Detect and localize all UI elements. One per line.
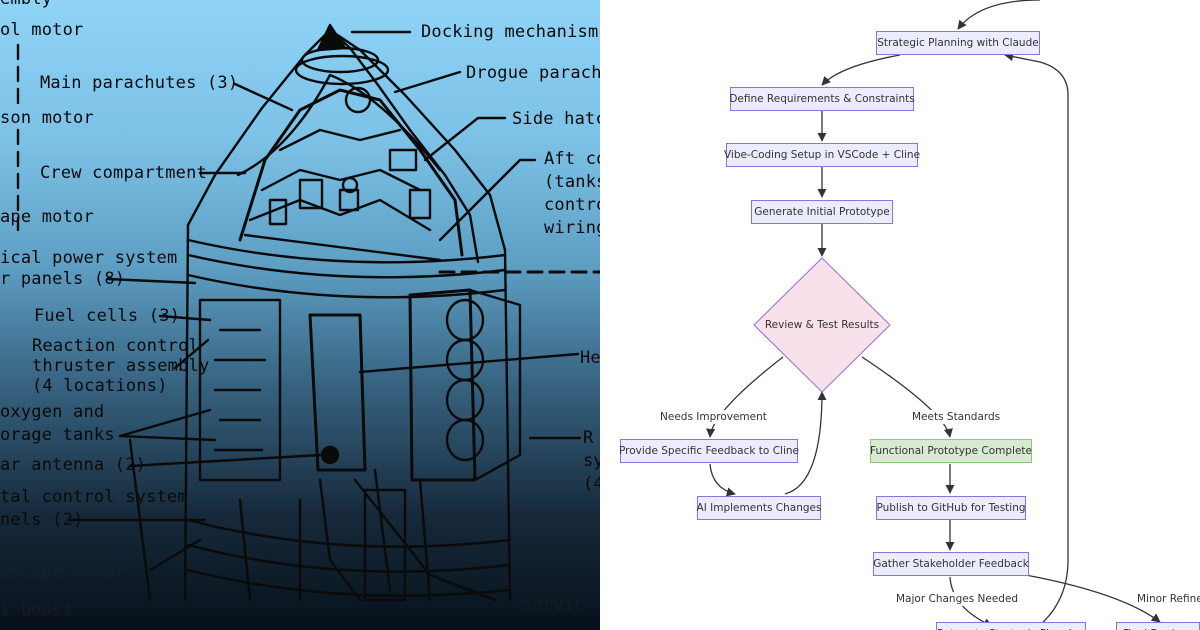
- review-diamond-shape: [753, 257, 891, 393]
- label-control-motor: ol motor: [0, 20, 84, 40]
- label-he: He: [580, 348, 600, 368]
- node-vibe-coding-setup[interactable]: Vibe-Coding Setup in VSCode + Cline: [724, 143, 920, 167]
- node-review-decision[interactable]: Review & Test Results: [764, 319, 880, 331]
- label-crew-compartment: Crew compartment: [40, 163, 207, 183]
- label-re-3: (4: [583, 474, 600, 494]
- label-electrical-power: ical power system: [0, 248, 178, 268]
- label-assembly: embly: [0, 0, 52, 11]
- edge-top-to-strategic: [957, 0, 1041, 30]
- label-docking-mechanism: Docking mechanism: [421, 22, 599, 42]
- edge-loop-back-to-strategic: [1004, 52, 1069, 626]
- label-reaction-control-1: Reaction control: [32, 336, 199, 356]
- label-oxygen-1: oxygen and: [0, 402, 105, 422]
- label-oxygen-2: orage tanks: [0, 425, 115, 445]
- label-radiator-panels: r panels (8): [0, 269, 126, 289]
- edge-gather-to-minor: [1019, 573, 1161, 623]
- edge-label-needs-improvement: Needs Improvement: [658, 410, 769, 424]
- label-boost: l boost: [0, 600, 74, 620]
- label-service-module: Servic: [522, 595, 585, 615]
- label-main-parachutes: Main parachutes (3): [40, 73, 239, 93]
- label-re-1: R: [583, 428, 594, 448]
- node-publish-github[interactable]: Publish to GitHub for Testing: [876, 496, 1026, 520]
- node-functional-prototype-complete[interactable]: Functional Prototype Complete: [870, 439, 1032, 463]
- label-antenna: ar antenna (2): [0, 455, 147, 475]
- node-strategic-planning[interactable]: Strategic Planning with Claude: [876, 31, 1040, 55]
- edge-feedback-to-ai: [709, 463, 736, 497]
- flowchart-edges: [706, 0, 1161, 627]
- node-bottom-left-partial[interactable]: Return to Strategic Planning: [936, 622, 1086, 630]
- label-jettison-motor: son motor: [0, 108, 94, 128]
- label-side-hatch: Side hatch: [512, 109, 600, 129]
- node-ai-implements[interactable]: AI Implements Changes: [697, 496, 821, 520]
- label-aft-1: Aft co: [544, 149, 600, 169]
- label-escape-tower: escape tower: [0, 562, 126, 582]
- label-reaction-control-2: thruster assembly: [32, 356, 210, 376]
- label-escape-motor: ape motor: [0, 207, 94, 227]
- label-environmental-2: nels (2): [0, 510, 84, 530]
- label-fuel-cells: Fuel cells (3): [34, 306, 181, 326]
- edge-label-major-changes: Major Changes Needed: [894, 592, 1021, 606]
- label-aft-3: control: [544, 195, 600, 215]
- label-environmental-1: tal control system: [0, 487, 188, 507]
- flowchart-panel: Strategic Planning with Claude Define Re…: [600, 0, 1200, 630]
- edge-strategic-to-define: [821, 54, 901, 86]
- node-generate-prototype[interactable]: Generate Initial Prototype: [751, 200, 893, 224]
- label-drogue-parachute: Drogue parachut: [466, 63, 600, 83]
- illustration-panel: embly ol motor Main parachutes (3) son m…: [0, 0, 600, 630]
- label-aft-4: wiring,: [544, 218, 600, 238]
- node-bottom-right-partial[interactable]: Final Deployment: [1116, 622, 1200, 630]
- label-re-2: sy: [583, 451, 600, 471]
- node-gather-feedback[interactable]: Gather Stakeholder Feedback: [873, 552, 1029, 576]
- spacecraft-cutaway-drawing: [16, 23, 600, 602]
- label-reaction-control-3: (4 locations): [32, 376, 168, 396]
- node-define-requirements[interactable]: Define Requirements & Constraints: [729, 87, 915, 111]
- label-aft-2: (tanks,: [544, 172, 600, 192]
- edge-label-minor-refinements: Minor Refinements: [1135, 592, 1200, 606]
- edge-review-to-complete: [861, 356, 953, 438]
- edge-label-meets-standards: Meets Standards: [910, 410, 1003, 424]
- edge-ai-to-review: [784, 391, 827, 495]
- edge-review-to-feedback: [706, 356, 784, 438]
- node-provide-feedback[interactable]: Provide Specific Feedback to Cline: [619, 439, 799, 463]
